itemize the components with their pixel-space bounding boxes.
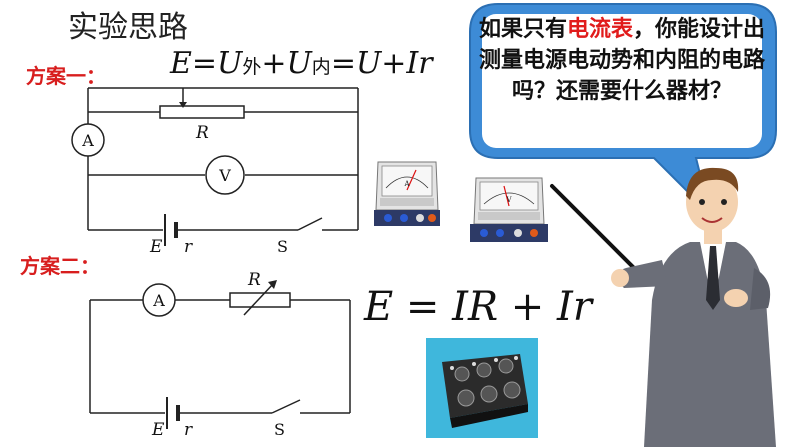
equation-1: E=U外+U内=U+Ir xyxy=(170,46,433,81)
voltmeter-symbol xyxy=(205,155,245,195)
teacher-illustration xyxy=(550,167,776,447)
emf-label: E xyxy=(149,237,163,257)
switch-label: S xyxy=(277,237,288,256)
switch-label-2: S xyxy=(274,420,285,439)
teacher-face xyxy=(686,172,738,232)
internal-resistance-label: r xyxy=(184,237,193,257)
ammeter-symbol xyxy=(71,123,105,157)
rheostat-label: R xyxy=(195,123,209,143)
ammeter-device-image: A xyxy=(374,161,440,226)
ammeter-highlight: 电流表 xyxy=(566,17,633,42)
teacher-hair xyxy=(686,167,739,200)
ammeter-label-2: A xyxy=(152,291,165,310)
page-title: 实验思路 xyxy=(68,10,188,45)
equation-2: E = IR + Ir xyxy=(364,284,592,330)
rheostat-slider-arrow xyxy=(179,102,187,108)
circuit-1-diagram: A V R E r S xyxy=(71,87,359,257)
bubble-question-text: 如果只有电流表，你能设计出测量电源电动势和内阻的电路吗？还需要什么器材？ xyxy=(478,17,766,104)
voltmeter-device-letter: V xyxy=(505,196,512,204)
plan2-label: 方案二： xyxy=(20,254,100,278)
internal-resistance-label-2: r xyxy=(184,420,193,440)
ammeter-device-letter: A xyxy=(403,180,410,188)
speech-bubble xyxy=(469,3,777,218)
voltmeter-label: V xyxy=(218,166,231,185)
resistor-label-2: R xyxy=(247,270,261,290)
ammeter-symbol-2 xyxy=(142,283,176,317)
resistance-box-image xyxy=(426,338,538,438)
circuit-2-diagram: A R E r S xyxy=(89,270,351,440)
plan1-label: 方案一： xyxy=(26,64,106,88)
pointer-stick xyxy=(550,184,648,282)
hand xyxy=(611,269,629,287)
voltmeter-device-image: V xyxy=(470,177,548,242)
ammeter-label: A xyxy=(81,131,94,150)
emf-label-2: E xyxy=(151,420,165,440)
variable-resistor-arrow xyxy=(268,280,277,289)
